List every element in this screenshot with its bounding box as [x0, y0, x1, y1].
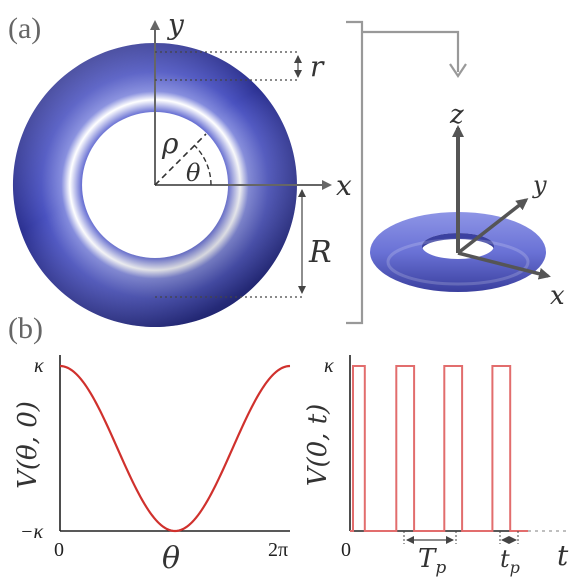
- left-xlabel: θ: [162, 541, 180, 576]
- axis-y-label: y: [166, 8, 185, 41]
- left-xtick-start: 0: [54, 539, 64, 561]
- theta-symbol: θ: [186, 159, 201, 187]
- right-ylabel: V(0, t): [303, 404, 333, 487]
- rho-symbol: ρ: [161, 127, 179, 160]
- torus-top-view: [12, 43, 297, 327]
- panel-b-label: (b): [8, 312, 43, 345]
- theta-arc: [193, 144, 212, 186]
- r-symbol: r: [310, 50, 325, 83]
- left-plot: [59, 355, 291, 533]
- inset-x-label: x: [550, 281, 565, 311]
- Tp-label: Tp: [418, 544, 446, 578]
- inset-y-axis: [456, 198, 529, 255]
- inset-y-label: y: [532, 171, 547, 199]
- rho-radius-line: [154, 133, 207, 186]
- left-ytick-top: κ: [34, 355, 44, 377]
- axis-x-label: x: [336, 169, 352, 202]
- right-xtick-start: 0: [341, 539, 351, 561]
- inset-pointer-head: [449, 63, 467, 78]
- cosine-curve: [59, 364, 291, 533]
- R-symbol: R: [308, 235, 332, 270]
- inset-x-axis: [457, 251, 551, 280]
- panel-a-label: (a): [8, 12, 41, 45]
- right-ytick-top: κ: [324, 355, 334, 377]
- inset-bracket: [346, 20, 364, 325]
- left-ytick-bottom: −κ: [20, 521, 43, 543]
- tp-label: tp: [500, 545, 520, 577]
- left-xtick-end: 2π: [268, 539, 288, 561]
- inset-pointer: [362, 30, 460, 72]
- inset-z-label: z: [449, 100, 464, 130]
- right-plot: [349, 355, 570, 532]
- pulse-train: [350, 365, 528, 532]
- left-ylabel: V(θ, 0): [13, 401, 43, 489]
- right-xlabel: t: [557, 539, 569, 572]
